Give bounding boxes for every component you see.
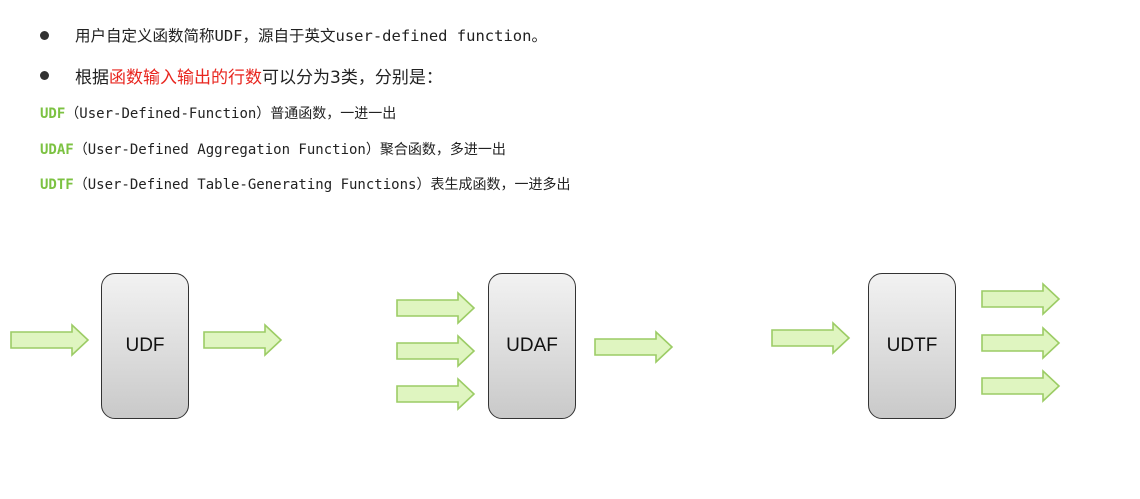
udf-input-arrow-icon: [10, 323, 90, 357]
type-desc: （User-Defined Table-Generating Functions…: [73, 177, 571, 193]
udf-box: UDF: [101, 273, 189, 419]
type-desc: （User-Defined-Function）普通函数，一进一出: [65, 106, 397, 122]
udaf-input-arrow-icon: [396, 291, 476, 325]
udf-output-arrow-icon: [203, 323, 283, 357]
type-desc: （User-Defined Aggregation Function）聚合函数，…: [73, 142, 506, 158]
classification-highlight: 函数输入输出的行数: [109, 68, 262, 88]
type-line-udf: UDF（User-Defined-Function）普通函数，一进一出: [40, 103, 396, 123]
bullet-dot: [40, 71, 49, 80]
type-line-udtf: UDTF（User-Defined Table-Generating Funct…: [40, 174, 570, 194]
udtf-output-arrow-icon: [981, 326, 1061, 360]
classification-suffix: 可以分为3类，分别是：: [262, 68, 443, 88]
type-line-udaf: UDAF（User-Defined Aggregation Function）聚…: [40, 139, 506, 159]
classification-prefix: 根据: [75, 68, 109, 88]
udaf-box-label: UDAF: [506, 335, 558, 356]
udf-box-label: UDF: [125, 335, 165, 356]
udaf-box: UDAF: [488, 273, 576, 419]
udf-definition-text: 用户自定义函数简称UDF，源自于英文user-defined function。: [75, 27, 547, 45]
udtf-output-arrow-icon: [981, 369, 1061, 403]
bullet-udf-classification: 根据函数输入输出的行数可以分为3类，分别是：: [40, 63, 443, 88]
type-name: UDF: [40, 106, 66, 122]
type-name: UDAF: [40, 142, 74, 158]
type-name: UDTF: [40, 177, 74, 193]
udaf-output-arrow-icon: [594, 330, 674, 364]
udaf-input-arrow-icon: [396, 334, 476, 368]
udtf-input-arrow-icon: [771, 321, 851, 355]
bullet-udf-definition: 用户自定义函数简称UDF，源自于英文user-defined function。: [40, 24, 547, 46]
bullet-dot: [40, 30, 49, 40]
udtf-output-arrow-icon: [981, 282, 1061, 316]
udtf-box: UDTF: [868, 273, 956, 419]
udaf-input-arrow-icon: [396, 377, 476, 411]
udtf-box-label: UDTF: [886, 335, 938, 356]
